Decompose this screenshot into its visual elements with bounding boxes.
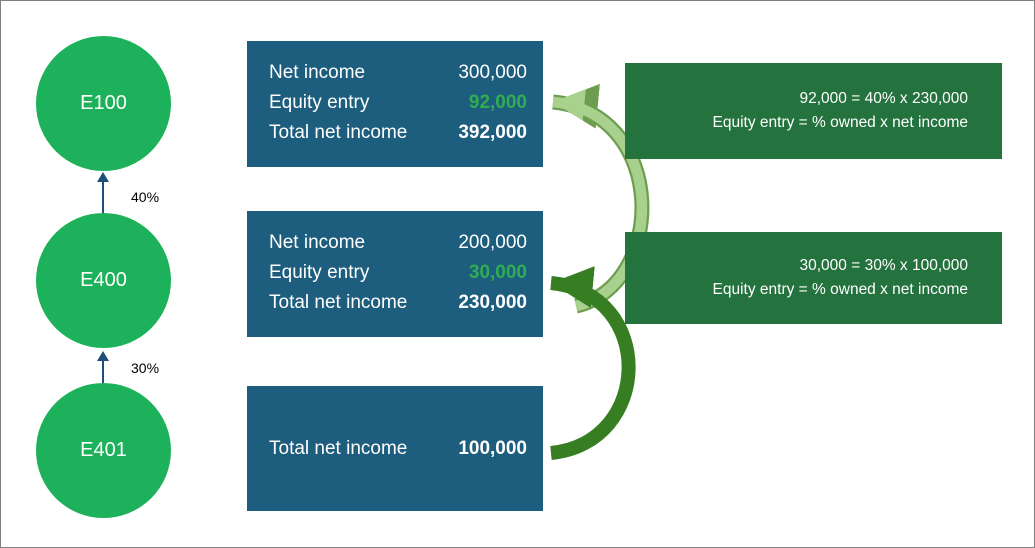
income-box-e401: Total net income 100,000	[247, 386, 543, 511]
income-box-e100: Net income 300,000 Equity entry 92,000 T…	[247, 41, 543, 167]
income-row: Total net income 230,000	[269, 288, 527, 318]
equity-entry-value: 92,000	[468, 92, 527, 113]
ownership-arrow-line	[102, 181, 104, 213]
total-net-income-value: 100,000	[458, 437, 527, 459]
annotation-explanation: Equity entry = % owned x net income	[712, 281, 968, 298]
entity-circle-e100: E100	[36, 36, 171, 171]
income-row: Net income 300,000	[269, 58, 527, 88]
entity-label: E400	[80, 269, 127, 291]
income-row-label: Net income	[269, 232, 366, 253]
ownership-arrow-line	[102, 361, 104, 383]
income-row: Total net income 100,000	[269, 434, 527, 464]
entity-circle-e400: E400	[36, 213, 171, 348]
ownership-arrow-icon	[97, 351, 109, 361]
annotation-box-equity-92000: 92,000 = 40% x 230,000 Equity entry = % …	[625, 63, 1002, 159]
annotation-formula: 30,000 = 30% x 100,000	[799, 257, 969, 274]
ownership-percentage: 30%	[131, 360, 160, 376]
income-row-label: Equity entry	[269, 92, 370, 113]
income-box-e400: Net income 200,000 Equity entry 30,000 T…	[247, 211, 543, 337]
ownership-arrow-icon	[97, 172, 109, 182]
income-row-label: Total net income	[269, 437, 408, 459]
income-row: Net income 200,000	[269, 228, 527, 258]
equity-entry-value: 30,000	[468, 262, 527, 283]
income-row-label: Total net income	[269, 292, 408, 313]
ownership-percentage: 40%	[131, 189, 160, 205]
entity-label: E401	[80, 439, 127, 461]
annotation-formula: 92,000 = 40% x 230,000	[799, 90, 969, 107]
entity-circle-e401: E401	[36, 383, 171, 518]
equity-flow-arrow-dark	[550, 266, 636, 460]
income-row-value: 200,000	[458, 232, 527, 253]
income-row: Total net income 392,000	[269, 118, 527, 148]
income-row-label: Total net income	[269, 122, 408, 143]
annotation-explanation: Equity entry = % owned x net income	[712, 114, 968, 131]
annotation-box-equity-30000: 30,000 = 30% x 100,000 Equity entry = % …	[625, 232, 1002, 324]
income-row-label: Net income	[269, 62, 366, 83]
total-net-income-value: 392,000	[458, 122, 527, 143]
income-row-label: Equity entry	[269, 262, 370, 283]
total-net-income-value: 230,000	[458, 292, 527, 313]
entity-label: E100	[80, 92, 127, 114]
income-row: Equity entry 30,000	[269, 258, 527, 288]
income-row-value: 300,000	[458, 62, 527, 83]
income-row: Equity entry 92,000	[269, 88, 527, 118]
